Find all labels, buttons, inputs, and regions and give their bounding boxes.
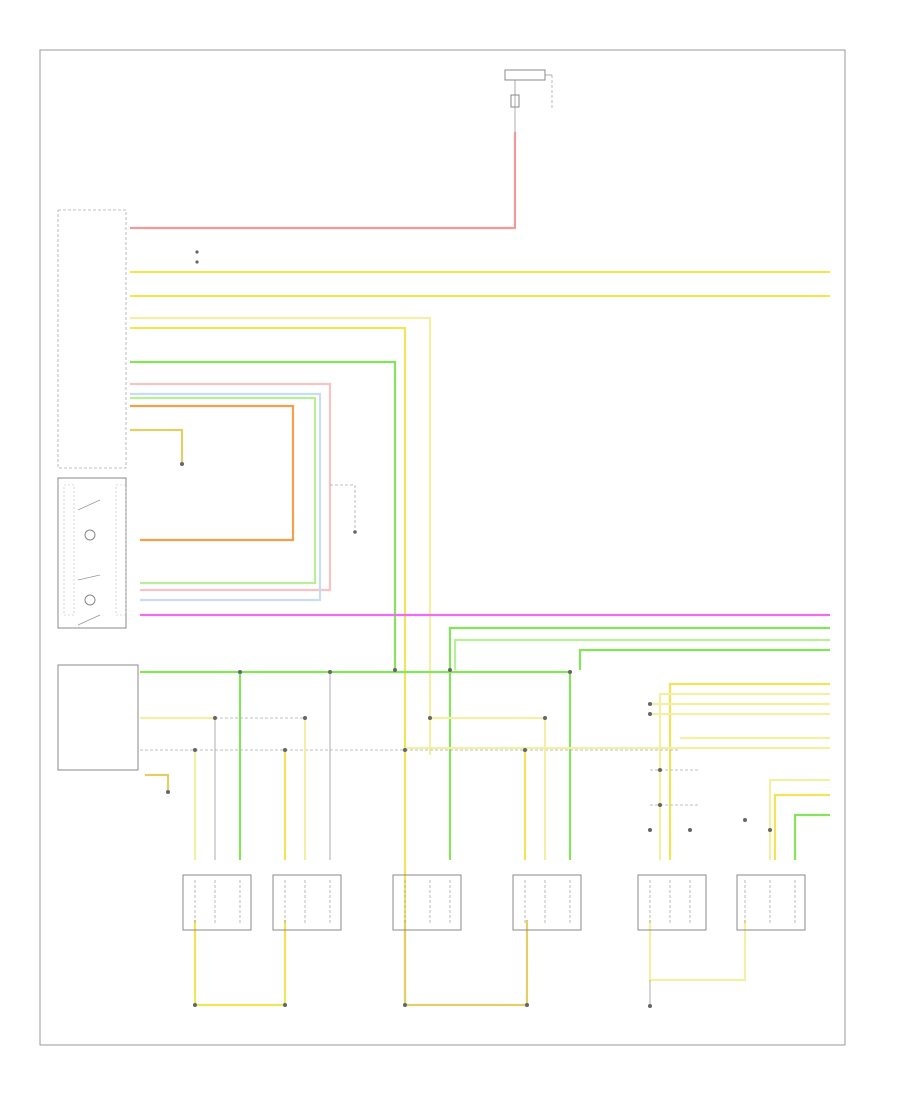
lamp-unit-3 [392, 874, 462, 931]
wire-light-yellow-1 [130, 316, 432, 755]
control-module [57, 209, 127, 469]
junction-dots [193, 668, 772, 1007]
lamp-unit-1 [182, 874, 252, 931]
lamp-unit-4 [512, 874, 582, 931]
wire-yellow-ground [130, 428, 184, 462]
fuse-block [504, 69, 553, 132]
wire-yellow-right-2 [658, 692, 830, 860]
wire-green-3 [448, 626, 830, 670]
wire-light-blue [130, 392, 322, 602]
lamp-unit-2 [272, 874, 342, 931]
wire-yellow-3 [130, 326, 407, 1005]
switch-panel [57, 477, 139, 771]
lamp-unit-6 [736, 874, 806, 931]
wire-green-1 [130, 360, 397, 670]
wire-ground-mid [403, 920, 529, 1007]
wire-green-5 [578, 648, 830, 670]
wire-orange [130, 404, 295, 542]
lamp-unit-5 [637, 874, 707, 931]
wire-red-2 [130, 382, 332, 592]
wire-green-2 [130, 396, 317, 585]
wire-red-fuse [130, 132, 517, 230]
wire-harness [130, 132, 830, 1008]
wire-green-4 [453, 638, 830, 670]
wire-yellow-right-1 [668, 682, 830, 860]
wire-ground-left [193, 920, 287, 1007]
diagram-frame [39, 49, 846, 1046]
